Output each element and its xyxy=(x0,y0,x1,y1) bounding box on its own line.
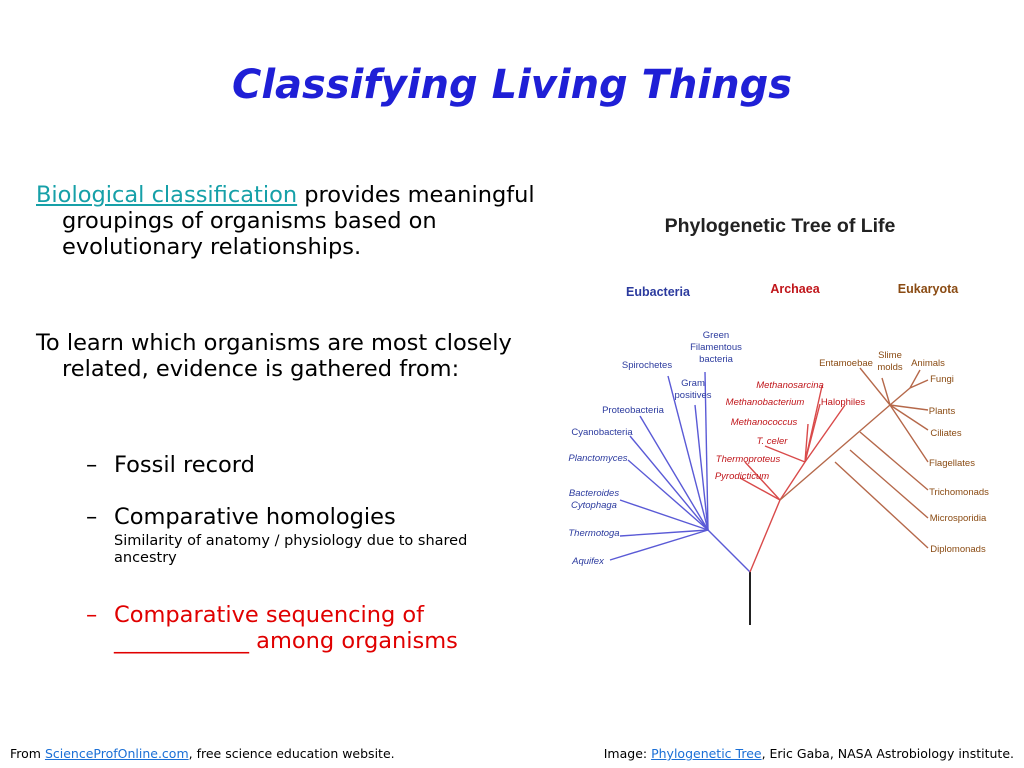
taxon-label: Green xyxy=(703,330,729,341)
taxon-label: positives xyxy=(675,390,712,401)
eubacteria-branches xyxy=(609,371,751,573)
bullet-comparative-sequencing-text: Comparative sequencing of ____________ a… xyxy=(114,602,458,654)
figure-title: Phylogenetic Tree of Life xyxy=(665,215,896,237)
domain-label-eukaryota: Eukaryota xyxy=(898,282,959,296)
homologies-note: Similarity of anatomy / physiology due t… xyxy=(114,533,468,566)
taxon-label: Spirochetes xyxy=(622,360,672,371)
taxon-label: Animals xyxy=(911,358,945,369)
footer-credit-source: From ScienceProfOnline.com, free science… xyxy=(10,746,395,761)
bullet-dash: – xyxy=(86,504,98,530)
bullet-fossil-record-text: Fossil record xyxy=(114,452,255,478)
bullet-comparative-homologies-text: Comparative homologies xyxy=(114,504,396,530)
taxon-label: Proteobacteria xyxy=(602,405,665,416)
taxon-label: Planctomyces xyxy=(568,453,627,464)
taxon-label: Thermoproteus xyxy=(716,454,781,465)
biological-classification-link[interactable]: Biological classification xyxy=(36,182,298,208)
paragraph-classification: Biological classification provides meani… xyxy=(36,182,552,260)
bullet-dash: – xyxy=(86,452,98,478)
paragraph-evidence: To learn which organisms are most closel… xyxy=(36,330,512,382)
archaea-branches xyxy=(739,385,846,573)
taxon-label: Methanococcus xyxy=(731,417,798,428)
eukaryota-labels: Entamoebae Slime molds Animals Fungi Pla… xyxy=(819,350,989,555)
archaea-labels: Methanosarcina Methanobacterium Halophil… xyxy=(715,380,866,482)
taxon-label: Trichomonads xyxy=(929,487,989,498)
taxon-label: Methanobacterium xyxy=(726,397,805,408)
taxon-label: Ciliates xyxy=(930,428,961,439)
taxon-label: Gram xyxy=(681,378,705,389)
slide-title: Classifying Living Things xyxy=(231,62,793,108)
taxon-label: Entamoebae xyxy=(819,358,873,369)
footer-left-prefix: From xyxy=(10,746,45,761)
taxon-label: Slime xyxy=(878,350,902,361)
bullet-comparative-homologies: – Comparative homologies xyxy=(86,504,506,530)
taxon-label: Filamentous xyxy=(690,342,742,353)
taxon-label: Methanosarcina xyxy=(756,380,824,391)
phylogenetic-tree-link[interactable]: Phylogenetic Tree xyxy=(651,746,762,761)
bullet-dash: – xyxy=(86,602,98,628)
taxon-label: Cyanobacteria xyxy=(571,427,633,438)
taxon-label: Thermotoga xyxy=(568,528,619,539)
taxon-label: Pyrodicticum xyxy=(715,471,769,482)
taxon-label: Fungi xyxy=(930,374,954,385)
taxon-label: Flagellates xyxy=(929,458,975,469)
taxon-label: Diplomonads xyxy=(930,544,986,555)
taxon-label: Bacteroides xyxy=(569,488,619,499)
taxon-label: Halophiles xyxy=(821,397,866,408)
domain-label-eubacteria: Eubacteria xyxy=(626,285,691,299)
phylogenetic-tree-figure: Phylogenetic Tree of Life Eubacteria Arc… xyxy=(568,215,989,625)
footer-credit-image: Image: Phylogenetic Tree, Eric Gaba, NAS… xyxy=(604,746,1014,761)
taxon-label: bacteria xyxy=(699,354,734,365)
eubacteria-labels: Green Filamentous bacteria Spirochetes G… xyxy=(568,330,742,567)
scienceprofonline-link[interactable]: ScienceProfOnline.com xyxy=(44,746,189,761)
taxon-label: Plants xyxy=(929,406,956,417)
footer-left-suffix: , free science education website. xyxy=(188,746,395,761)
taxon-label: Aquifex xyxy=(571,556,605,567)
taxon-label: T. celer xyxy=(757,436,789,447)
domain-label-archaea: Archaea xyxy=(770,282,820,296)
taxon-label: molds xyxy=(877,362,903,373)
paragraph-classification-text: provides meaningful groupings of organis… xyxy=(62,182,535,260)
bullet-comparative-sequencing: – Comparative sequencing of ____________… xyxy=(86,602,506,654)
taxon-label: Cytophaga xyxy=(571,500,617,511)
eukaryota-branches xyxy=(779,367,929,549)
footer-right-prefix: Image: xyxy=(603,746,652,761)
footer-right-suffix: , Eric Gaba, NASA Astrobiology institute… xyxy=(761,746,1014,761)
taxon-label: Microsporidia xyxy=(930,513,987,524)
bullet-fossil-record: – Fossil record xyxy=(86,452,506,478)
